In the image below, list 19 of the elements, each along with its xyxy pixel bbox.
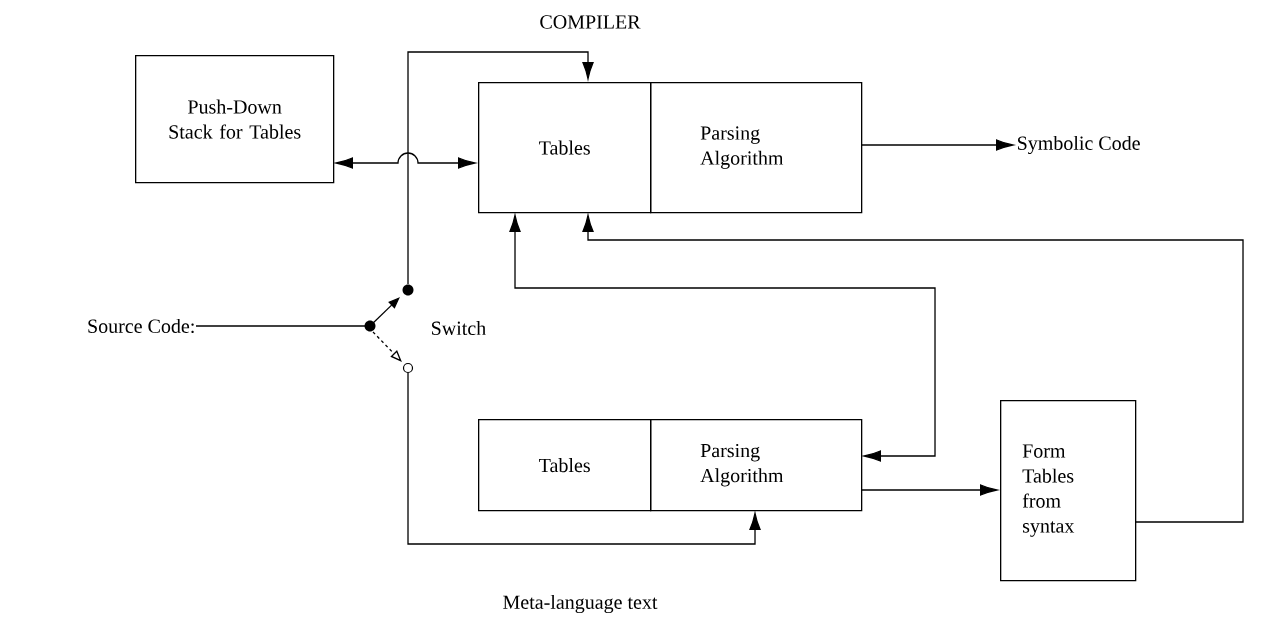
title: COMPILER bbox=[540, 15, 641, 29]
process-box: Parsing Algorithm bbox=[650, 82, 863, 214]
arrow bbox=[407, 372, 761, 545]
process-box: Push-Down Stack for Tables bbox=[135, 55, 335, 184]
process-box: Parsing Algorithm bbox=[650, 419, 863, 512]
arrow bbox=[582, 214, 1244, 523]
arrow bbox=[860, 139, 1014, 151]
arrow bbox=[335, 152, 476, 169]
edge-label: Meta-language text bbox=[500, 592, 660, 616]
arrow bbox=[509, 214, 936, 462]
arrow bbox=[407, 51, 594, 285]
process-box: Tables bbox=[478, 419, 652, 512]
process-box: Tables bbox=[478, 82, 652, 214]
arrow bbox=[860, 484, 998, 496]
flow-label: Source Code: bbox=[88, 318, 194, 334]
flow-label: Symbolic Code bbox=[1018, 135, 1140, 155]
switch-drawing bbox=[364, 284, 414, 374]
switch-label: Switch bbox=[432, 320, 486, 336]
process-box: Form Tables from syntax bbox=[1000, 400, 1137, 582]
